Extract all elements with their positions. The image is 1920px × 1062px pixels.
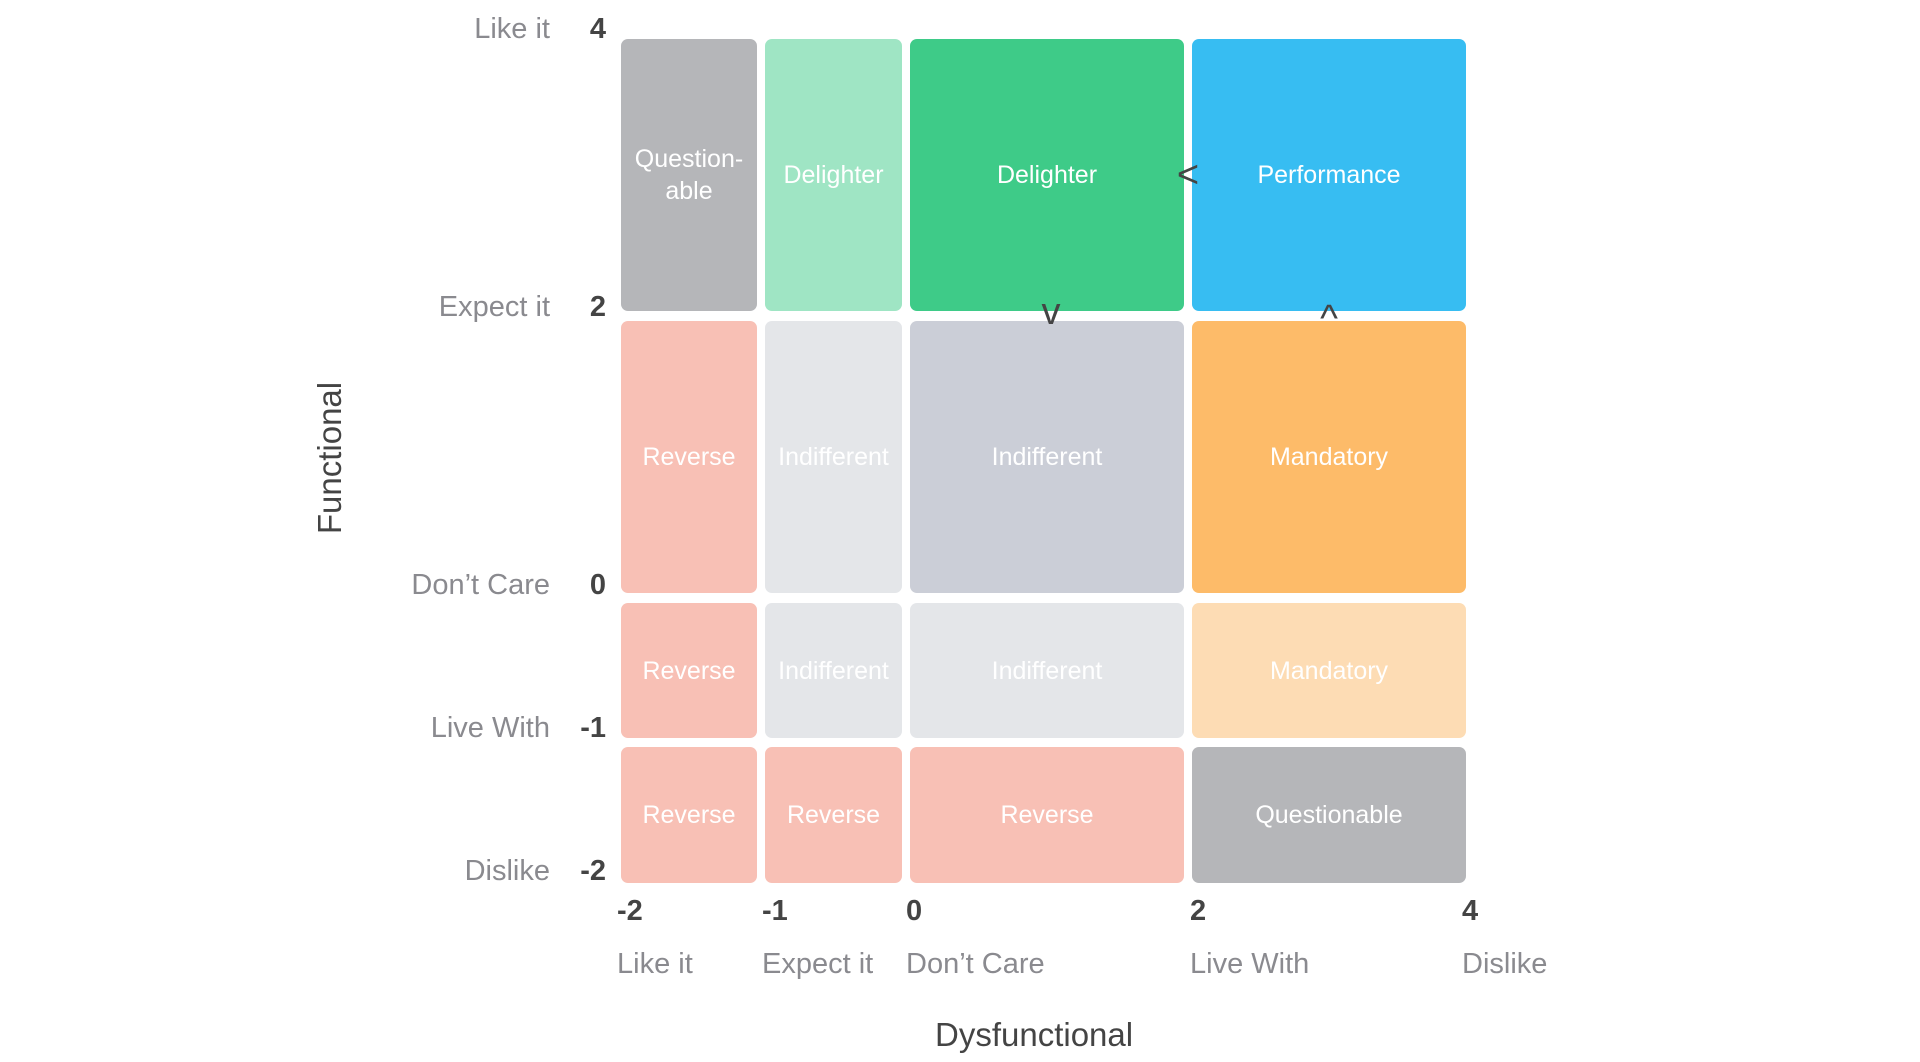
arrow-down-icon: v xyxy=(1041,291,1061,333)
x-tick-label: Expect it xyxy=(762,948,874,980)
y-tick-label: Expect it xyxy=(438,291,550,323)
arrow-left-icon: < xyxy=(1176,154,1200,196)
category-cell: Mandatory xyxy=(1192,321,1466,593)
category-label: Indifferent xyxy=(991,443,1103,471)
category-cell: Reverse xyxy=(621,321,757,593)
category-label: Questionable xyxy=(1255,801,1403,829)
category-label: Delighter xyxy=(996,161,1098,189)
y-tick-label: Live With xyxy=(430,712,550,744)
x-tick-label: Live With xyxy=(1190,948,1310,980)
y-tick-label: Don’t Care xyxy=(411,569,550,601)
category-cell: Reverse xyxy=(910,747,1184,883)
category-label: Mandatory xyxy=(1269,443,1389,471)
y-tick-number: -1 xyxy=(580,712,606,744)
y-tick-label: Dislike xyxy=(464,855,550,887)
x-tick-number: 4 xyxy=(1462,895,1479,927)
category-label: Reverse xyxy=(1000,801,1094,829)
x-tick-label: Like it xyxy=(617,948,693,980)
x-tick-number: 2 xyxy=(1190,895,1207,927)
x-tick-number: -1 xyxy=(762,895,788,927)
arrow-up-icon: ^ xyxy=(1320,298,1338,340)
category-cell: Indifferent xyxy=(910,321,1184,593)
x-axis-title: Dysfunctional xyxy=(935,1016,1134,1053)
category-cell: Indifferent xyxy=(765,321,902,593)
category-cell: Reverse xyxy=(765,747,902,883)
category-label: Indifferent xyxy=(778,656,889,685)
category-cell: Question- able xyxy=(621,39,757,311)
category-label: Reverse xyxy=(786,801,881,829)
category-label: Delighter xyxy=(783,161,884,189)
x-tick-label: Don’t Care xyxy=(906,948,1045,980)
category-cell: Performance xyxy=(1192,39,1466,311)
y-axis-title: Functional xyxy=(311,381,348,535)
category-cell: Mandatory xyxy=(1192,603,1466,738)
x-tick-label: Dislike xyxy=(1462,948,1548,980)
category-label: Indifferent xyxy=(778,443,889,471)
category-cell: Delighter xyxy=(910,39,1184,311)
category-label: Question- able xyxy=(634,145,744,205)
category-label: Indifferent xyxy=(991,656,1103,685)
x-tick-number: -2 xyxy=(617,895,643,927)
y-tick-number: 0 xyxy=(589,569,606,601)
category-cell: Reverse xyxy=(621,747,757,883)
y-tick-number: 4 xyxy=(589,13,606,45)
y-tick-label: Like it xyxy=(474,13,550,45)
category-cell: Indifferent xyxy=(765,603,902,738)
category-cell: Delighter xyxy=(765,39,902,311)
category-label: Reverse xyxy=(642,656,736,685)
category-cell: Reverse xyxy=(621,603,757,738)
category-label: Reverse xyxy=(642,443,736,471)
y-tick-number: 2 xyxy=(589,291,606,323)
category-cell: Questionable xyxy=(1192,747,1466,883)
category-label: Performance xyxy=(1257,161,1401,189)
category-label: Mandatory xyxy=(1269,656,1389,685)
x-tick-number: 0 xyxy=(906,895,923,927)
category-cell: Indifferent xyxy=(910,603,1184,738)
y-tick-number: -2 xyxy=(580,855,606,887)
category-label: Reverse xyxy=(642,801,736,829)
